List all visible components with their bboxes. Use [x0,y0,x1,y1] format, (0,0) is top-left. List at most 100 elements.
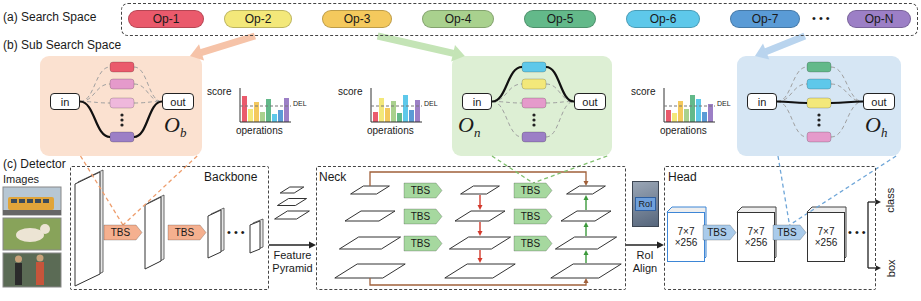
axis [240,88,241,122]
candidate-op [807,79,831,89]
operator-symbol: Oh [865,114,887,136]
ellipsis: • • • [848,226,866,239]
tbs-arrow-shape [404,209,442,224]
score-bar [690,95,695,122]
photo [3,218,61,250]
map-size: 7×7 ×256 [668,226,704,249]
connector-line [626,244,658,246]
tbs-block: TBS [514,183,552,198]
tbs-label: TBS [411,185,430,196]
connector [492,67,574,102]
ellipsis-dot [817,123,820,126]
photo [3,253,61,287]
connector-line [492,67,574,102]
port-label: out [582,96,597,108]
connector-line [80,102,162,138]
roi-image: RoI [632,181,659,227]
feature-map-depth [807,207,846,262]
feature-map-pane [145,197,161,269]
tbs-block: TBS [514,236,552,251]
feature-level [335,264,405,278]
feature-map-pane [250,221,260,253]
feature-map-depth [737,207,776,262]
score-bar [242,96,247,122]
operation-name: Op-4 [445,12,472,26]
operation-pill: Op-3 [322,10,392,28]
search-space-box: (a) Search SpaceOp-1Op-2Op-3Op-4Op-5Op-6… [121,3,918,36]
score-bar [391,101,396,122]
arrow-head [478,205,483,210]
connector [190,36,255,61]
candidate-op [522,79,546,89]
section-heading: Neck [319,171,346,185]
arrow-head [309,242,316,249]
tbs-block: TBS [514,209,552,224]
score-bar [278,110,283,122]
feature-level [445,264,515,278]
ellipsis-dot [532,118,535,121]
feature-level [275,211,310,219]
connector-line [81,156,198,225]
roi-label: RoI [635,197,655,211]
port-box: out [162,93,194,110]
photo [16,228,44,242]
operator-letter: O [458,112,474,137]
threshold-label: DEL [424,100,438,108]
feature-level [551,264,621,278]
score-bar [385,108,390,122]
tbs-label: TBS [411,211,430,222]
tbs-arrow-shape [773,225,806,240]
score-bar [702,112,707,122]
tbs-block: TBS [773,225,806,240]
arrow-head [584,195,589,200]
arrow-head [584,278,589,283]
photo [15,256,22,263]
panel-fill [737,56,901,156]
operator-symbol: On [458,114,480,136]
tbs-block: TBS [168,225,206,240]
connector [80,102,162,138]
ellipsis-dot [817,113,820,116]
ellipsis-dot [120,113,123,116]
operation-name: Op-6 [650,12,677,26]
edge-label: RoI Align [627,249,663,274]
score-bar [684,109,689,122]
tbs-label: TBS [521,238,540,249]
arrow-head [876,200,881,205]
output-bracket [867,202,868,268]
candidate-op [110,62,134,72]
feature-map: 7×7 ×256 [667,212,705,262]
arrow-head [478,258,483,263]
candidate-op [110,98,134,108]
tbs-arrow-shape [703,225,736,240]
flow-arrow [479,195,480,206]
operation-pill: Op-4 [422,10,494,28]
port-box: in [462,93,492,110]
operator-subscript: h [881,125,888,140]
tbs-label: TBS [175,227,194,238]
axis-label: operations [236,125,283,137]
arrow-head [584,250,589,255]
score-bar [415,100,420,122]
port-label: in [473,96,482,108]
candidate-op [110,132,134,142]
feature-level [555,237,616,249]
score-bar [254,102,259,122]
score-bar [666,110,671,122]
port-label: in [61,96,70,108]
connector [492,156,607,183]
output-label: class [885,187,898,212]
ellipsis-dot [532,113,535,116]
score-bar [379,98,384,122]
ellipsis: • • • [812,12,830,25]
axis [240,122,291,123]
photo [3,210,61,215]
edge-label: Feature Pyramid [270,249,316,274]
threshold-label: DEL [293,100,307,108]
score-bar [397,113,402,122]
axis-label: operations [367,125,414,137]
skip-link [370,172,586,186]
operation-pill: Op-5 [524,10,596,28]
operation-name: Op-1 [153,12,180,26]
